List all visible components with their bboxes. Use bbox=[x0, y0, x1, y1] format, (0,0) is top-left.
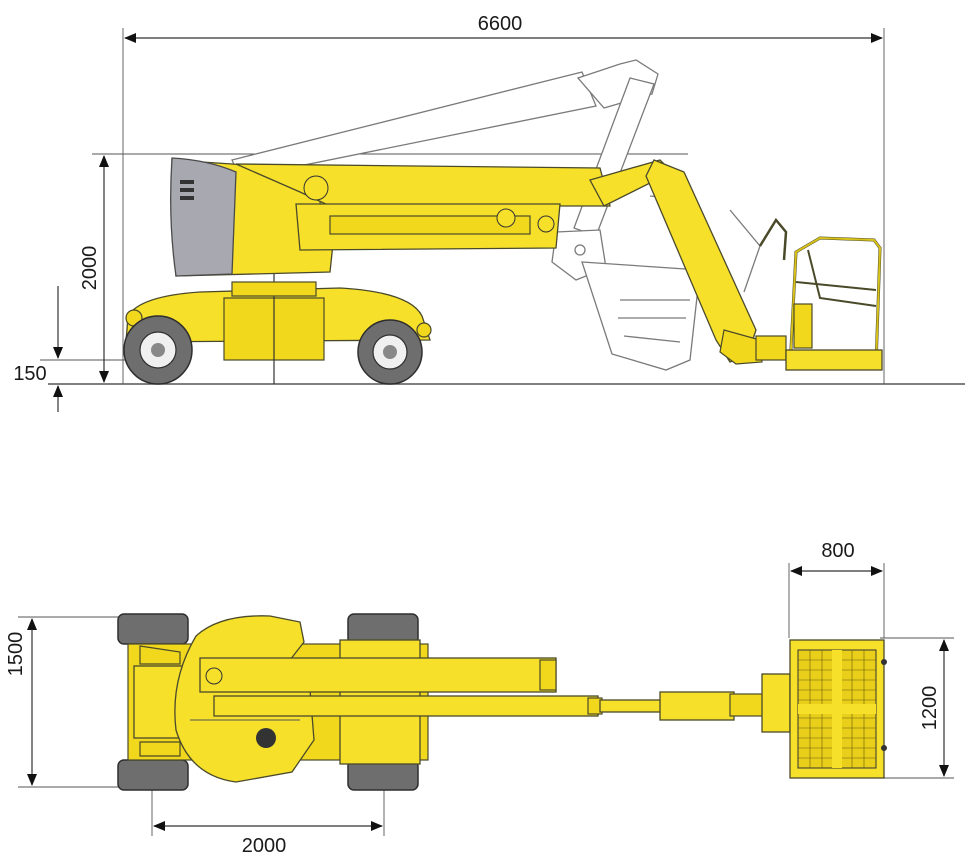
platform-basket-side bbox=[758, 217, 883, 371]
dimension-label-platform-width: 1200 bbox=[919, 686, 941, 731]
dimension-platform-length: 800 bbox=[790, 540, 883, 576]
dimension-label-overall-width: 1500 bbox=[5, 632, 27, 677]
dimension-label-overall-length: 6600 bbox=[478, 13, 523, 35]
boom-top bbox=[199, 657, 791, 733]
dimension-wheelbase: 2000 bbox=[153, 821, 383, 857]
tire-front-left bbox=[117, 613, 189, 645]
counterweight-panel bbox=[170, 157, 237, 277]
tire-front-right bbox=[117, 759, 189, 791]
dimension-overall-width: 1500 bbox=[5, 618, 37, 786]
chassis bbox=[125, 270, 432, 384]
dimension-overall-length: 6600 bbox=[124, 13, 883, 43]
dimension-label-wheelbase: 2000 bbox=[242, 835, 287, 857]
dimension-stowed-height: 2000 bbox=[79, 155, 109, 383]
top-view: 1500 2000 800 1200 bbox=[5, 540, 954, 857]
side-view: 6600 2000 150 bbox=[13, 13, 965, 412]
dimension-platform-width: 1200 bbox=[919, 639, 949, 777]
dimension-label-platform-length: 800 bbox=[821, 540, 854, 562]
dimension-label-ground-clearance: 150 bbox=[13, 363, 46, 385]
rear-wheel-side bbox=[357, 319, 423, 385]
dimension-ground-clearance: 150 bbox=[13, 286, 63, 412]
platform-top bbox=[789, 639, 887, 779]
boom-raised-position-outline bbox=[231, 59, 761, 371]
dimension-label-stowed-height: 2000 bbox=[79, 246, 101, 291]
front-wheel-side bbox=[123, 315, 193, 385]
jib-arm bbox=[645, 159, 787, 365]
